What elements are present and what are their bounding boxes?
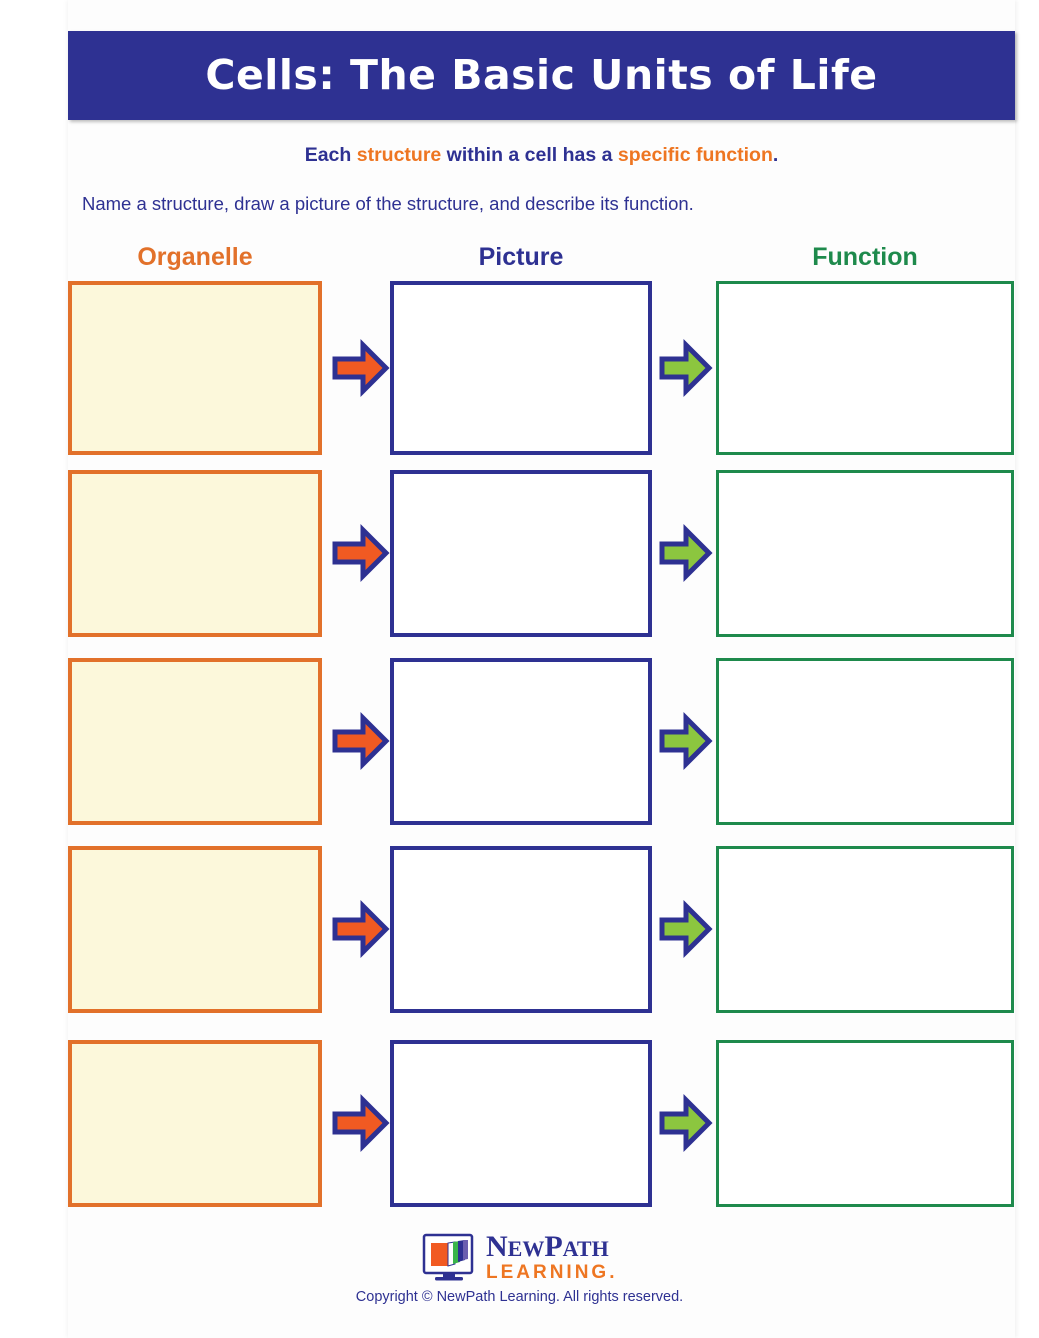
function-input-box[interactable] <box>716 1040 1014 1207</box>
newpath-logo: NEWPATH LEARNING. <box>422 1230 618 1283</box>
table-row <box>68 470 1015 637</box>
function-input-box[interactable] <box>716 470 1014 637</box>
arrow-right-icon-picture-to-function <box>652 710 714 772</box>
instruction-line-primary: Each structure within a cell has a speci… <box>68 144 1015 167</box>
arrow-right-icon-organelle-to-picture <box>329 710 391 772</box>
footer-logo: NEWPATH LEARNING. <box>0 1230 1039 1283</box>
organelle-input-box[interactable] <box>68 470 322 637</box>
title-banner: Cells: The Basic Units of Life <box>68 31 1015 120</box>
arrow-right-icon-organelle-to-picture <box>329 337 391 399</box>
organelle-input-box[interactable] <box>68 1040 322 1207</box>
column-header-picture: Picture <box>478 243 564 271</box>
table-row <box>68 846 1015 1013</box>
organelle-input-box[interactable] <box>68 281 322 455</box>
organelle-input-box[interactable] <box>68 658 322 825</box>
newpath-book-monitor-icon <box>422 1233 476 1283</box>
picture-draw-box[interactable] <box>390 658 652 825</box>
logo-n: N <box>485 1230 508 1263</box>
logo-ath: ATH <box>562 1236 609 1261</box>
logo-p: P <box>544 1230 563 1263</box>
table-row <box>68 658 1015 825</box>
function-input-box[interactable] <box>716 658 1014 825</box>
arrow-right-icon-picture-to-function <box>652 522 714 584</box>
picture-draw-box[interactable] <box>390 846 652 1013</box>
function-input-box[interactable] <box>716 846 1014 1013</box>
logo-name: NEWPATH <box>485 1230 618 1263</box>
arrow-right-icon-picture-to-function <box>652 898 714 960</box>
instruction-line-secondary: Name a structure, draw a picture of the … <box>82 193 694 214</box>
instruction-highlight-function: specific function <box>617 144 773 166</box>
newpath-logo-text: NEWPATH LEARNING. <box>485 1230 618 1283</box>
instruction-text-3: . <box>772 144 779 166</box>
column-header-organelle: Organelle <box>137 243 253 271</box>
copyright-notice: Copyright © NewPath Learning. All rights… <box>355 1289 684 1305</box>
instruction-text-2: within a cell has a <box>441 144 618 166</box>
table-row <box>68 1040 1015 1207</box>
table-row <box>68 281 1015 455</box>
picture-draw-box[interactable] <box>390 1040 652 1207</box>
arrow-right-icon-organelle-to-picture <box>329 1092 391 1154</box>
arrow-right-icon-organelle-to-picture <box>329 898 391 960</box>
column-header-function: Function <box>812 243 918 271</box>
page-title: Cells: The Basic Units of Life <box>205 51 878 99</box>
arrow-right-icon-organelle-to-picture <box>329 522 391 584</box>
arrow-right-icon-picture-to-function <box>652 337 714 399</box>
logo-tagline: LEARNING. <box>485 1262 618 1283</box>
logo-ew: EW <box>507 1236 545 1261</box>
function-input-box[interactable] <box>716 281 1014 455</box>
arrow-right-icon-picture-to-function <box>652 1092 714 1154</box>
organelle-input-box[interactable] <box>68 846 322 1013</box>
instruction-text-1: Each <box>304 144 357 166</box>
instruction-highlight-structure: structure <box>356 144 442 166</box>
picture-draw-box[interactable] <box>390 470 652 637</box>
picture-draw-box[interactable] <box>390 281 652 455</box>
